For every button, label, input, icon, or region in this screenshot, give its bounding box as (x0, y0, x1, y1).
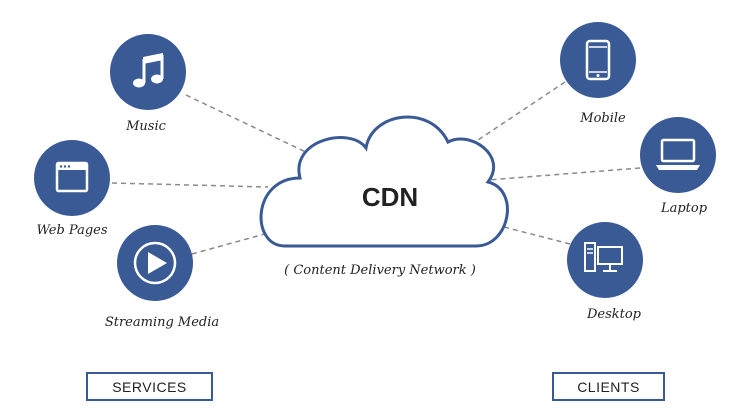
cloud-subtitle: ( Content Delivery Network ) (284, 263, 476, 278)
client-node-mobile (560, 22, 636, 98)
music-note-icon (133, 53, 164, 88)
mobile-phone-icon (585, 39, 611, 81)
client-node-laptop (640, 117, 716, 193)
connector-mobile (459, 81, 566, 153)
service-label-streaming-media: Streaming Media (105, 315, 219, 330)
service-node-web-pages (34, 140, 110, 216)
laptop-icon (656, 138, 700, 170)
connector-music (185, 94, 313, 156)
services-label: SERVICES (112, 379, 187, 395)
desktop-computer-icon (584, 242, 623, 272)
clients-box: CLIENTS (552, 372, 665, 401)
connector-streaming-media (191, 231, 273, 255)
browser-window-icon (55, 161, 89, 193)
play-icon (133, 241, 177, 285)
connector-web-pages (111, 182, 269, 188)
client-label-mobile: Mobile (579, 111, 626, 126)
service-node-streaming-media (117, 225, 193, 301)
connector-desktop (499, 225, 571, 245)
cdn-cloud: CDN (259, 115, 509, 248)
services-box: SERVICES (86, 372, 213, 401)
cloud-title: CDN (362, 182, 418, 212)
connector-laptop (487, 167, 641, 181)
service-label-music: Music (125, 119, 167, 134)
client-label-laptop: Laptop (660, 201, 708, 216)
connector-lines (111, 81, 641, 255)
service-label-web-pages: Web Pages (36, 223, 107, 238)
client-label-desktop: Desktop (586, 307, 642, 322)
service-node-music (110, 34, 186, 110)
clients-label: CLIENTS (577, 379, 640, 395)
client-node-desktop (567, 222, 643, 298)
